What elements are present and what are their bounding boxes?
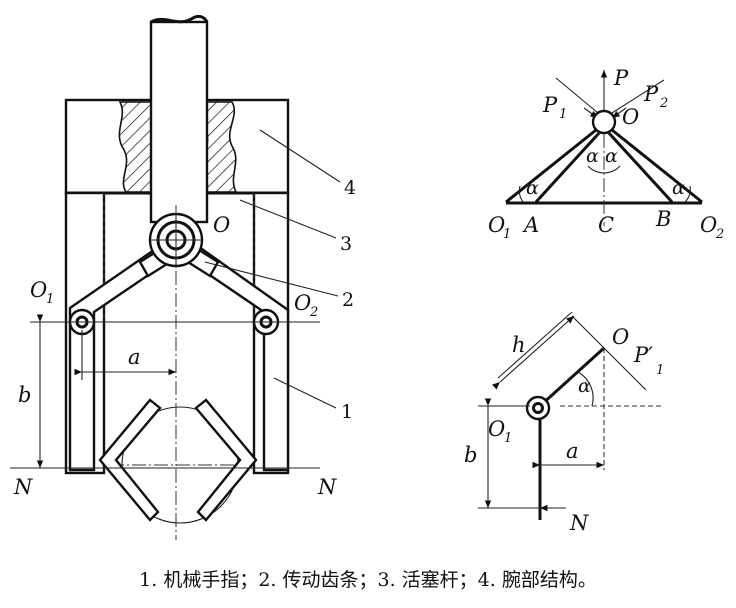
label-A: A (522, 213, 539, 237)
label-O1: O (30, 278, 47, 302)
label-P2: P (643, 82, 659, 106)
label-N-right: N (317, 475, 337, 499)
label-P1: P (542, 93, 558, 117)
part-number-4: 4 (344, 177, 356, 199)
piston-rod (149, 20, 209, 224)
label-O1-lever-sub: 1 (504, 431, 512, 446)
label-O2-sub: 2 (309, 305, 318, 320)
label-a-lever: a (566, 439, 579, 463)
lever-pivot-O1 (525, 395, 551, 421)
label-O1-sub: 1 (46, 292, 54, 307)
label-O-lever: O (612, 325, 629, 349)
lever-force-diagram (478, 311, 662, 520)
label-alpha-A: α (526, 177, 539, 199)
label-N-lever: N (569, 511, 589, 535)
label-P: P (613, 66, 629, 90)
label-P1-prime: P′ (633, 343, 653, 367)
jaw-left (98, 398, 162, 522)
force-triangle-diagram (505, 70, 703, 226)
label-O: O (213, 213, 230, 237)
label-N-left: N (13, 475, 33, 499)
label-alpha-lever: α (578, 375, 591, 397)
label-a: a (128, 345, 141, 369)
label-alpha-left: α (586, 145, 599, 167)
label-O2: O (294, 291, 311, 315)
part-number-2: 2 (342, 289, 354, 311)
figure-caption: 1. 机械手指；2. 传动齿条；3. 活塞杆；4. 腕部结构。 (139, 569, 597, 591)
label-O1-triangle-sub: 1 (503, 227, 511, 242)
gripper-mechanism (10, 14, 341, 540)
label-O-apex: O (622, 105, 639, 129)
label-b: b (18, 383, 31, 407)
label-P1-sub: 1 (559, 107, 567, 122)
label-O2-triangle-sub: 2 (715, 227, 724, 242)
triangle-apex-O (591, 109, 617, 135)
label-P2-sub: 2 (659, 96, 668, 111)
label-O1-lever: O (488, 417, 505, 441)
wrist-section-hatch (118, 101, 152, 193)
label-alpha-B: α (672, 177, 685, 199)
jaw-right (194, 398, 258, 522)
label-alpha-right: α (605, 145, 618, 167)
label-P1-prime-sub: 1 (656, 363, 664, 378)
label-B: B (655, 207, 671, 231)
label-b-lever: b (464, 443, 477, 467)
label-O2-triangle: O (700, 213, 717, 237)
label-C: C (598, 213, 614, 237)
label-h: h (512, 333, 526, 357)
part-number-3: 3 (340, 233, 352, 255)
label-O1-triangle: O (488, 213, 505, 237)
part-number-1: 1 (341, 401, 353, 423)
